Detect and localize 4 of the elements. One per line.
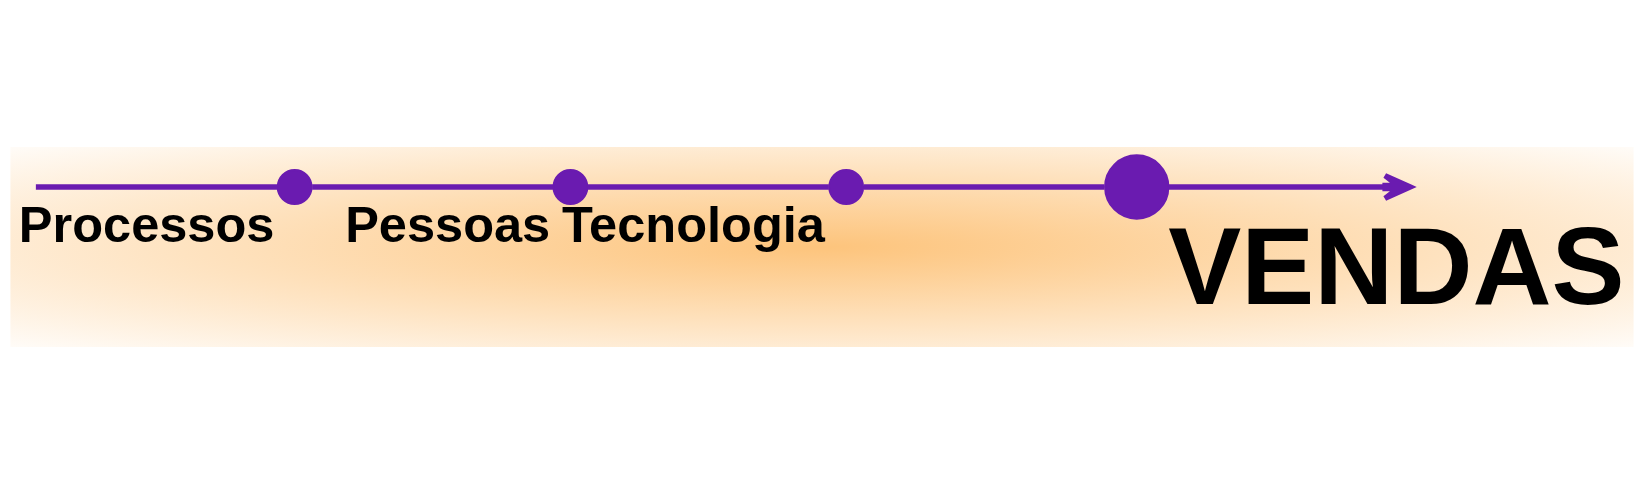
node-label: Pessoas	[345, 196, 551, 254]
node-label: Tecnologia	[562, 196, 825, 254]
node-label: VENDAS	[1168, 205, 1625, 328]
node-label: Processos	[18, 196, 275, 254]
